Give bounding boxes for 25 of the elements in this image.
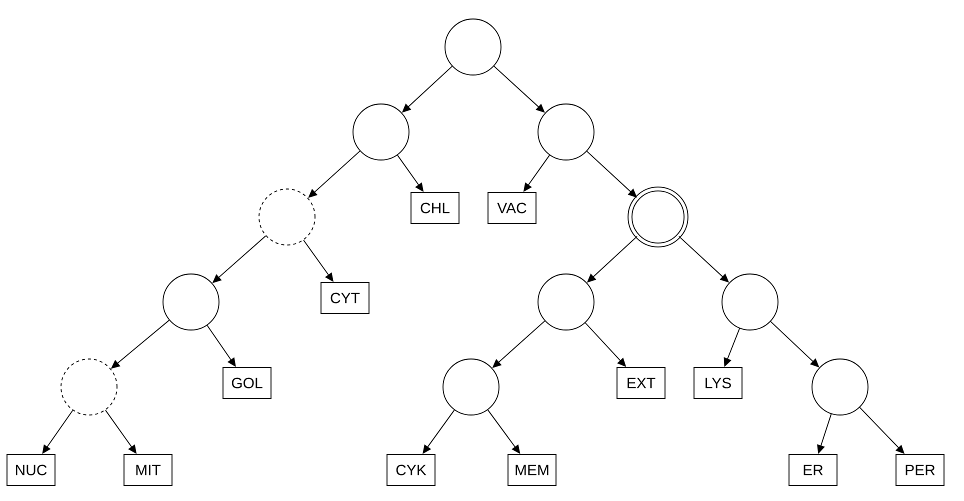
- dashed-circle: [258, 188, 316, 246]
- label-box: CYK: [386, 454, 436, 486]
- circle-node: [442, 358, 500, 416]
- label-box: EXT: [616, 367, 666, 399]
- label-box: MEM: [508, 454, 556, 486]
- circle-node: [352, 104, 410, 160]
- label-box: GOL: [222, 367, 272, 399]
- arrow: [494, 66, 545, 113]
- circle-node: [722, 274, 778, 330]
- label-box: CYT: [320, 282, 370, 314]
- label-box: VAC: [488, 192, 536, 224]
- dashed-circle: [60, 358, 118, 416]
- label-box: MIT: [124, 454, 172, 486]
- circle-node: [812, 358, 868, 416]
- circle-node: [538, 274, 594, 330]
- double-circle: [628, 186, 688, 248]
- label-box: PER: [896, 454, 944, 486]
- circle-node: [444, 18, 502, 76]
- label-box: LYS: [694, 367, 742, 399]
- circle-node: [162, 274, 220, 330]
- arrow: [308, 150, 360, 198]
- label-box: CHL: [410, 192, 460, 224]
- circle-node: [538, 104, 594, 160]
- label-box: ER: [788, 454, 838, 486]
- label-box: NUC: [6, 454, 56, 486]
